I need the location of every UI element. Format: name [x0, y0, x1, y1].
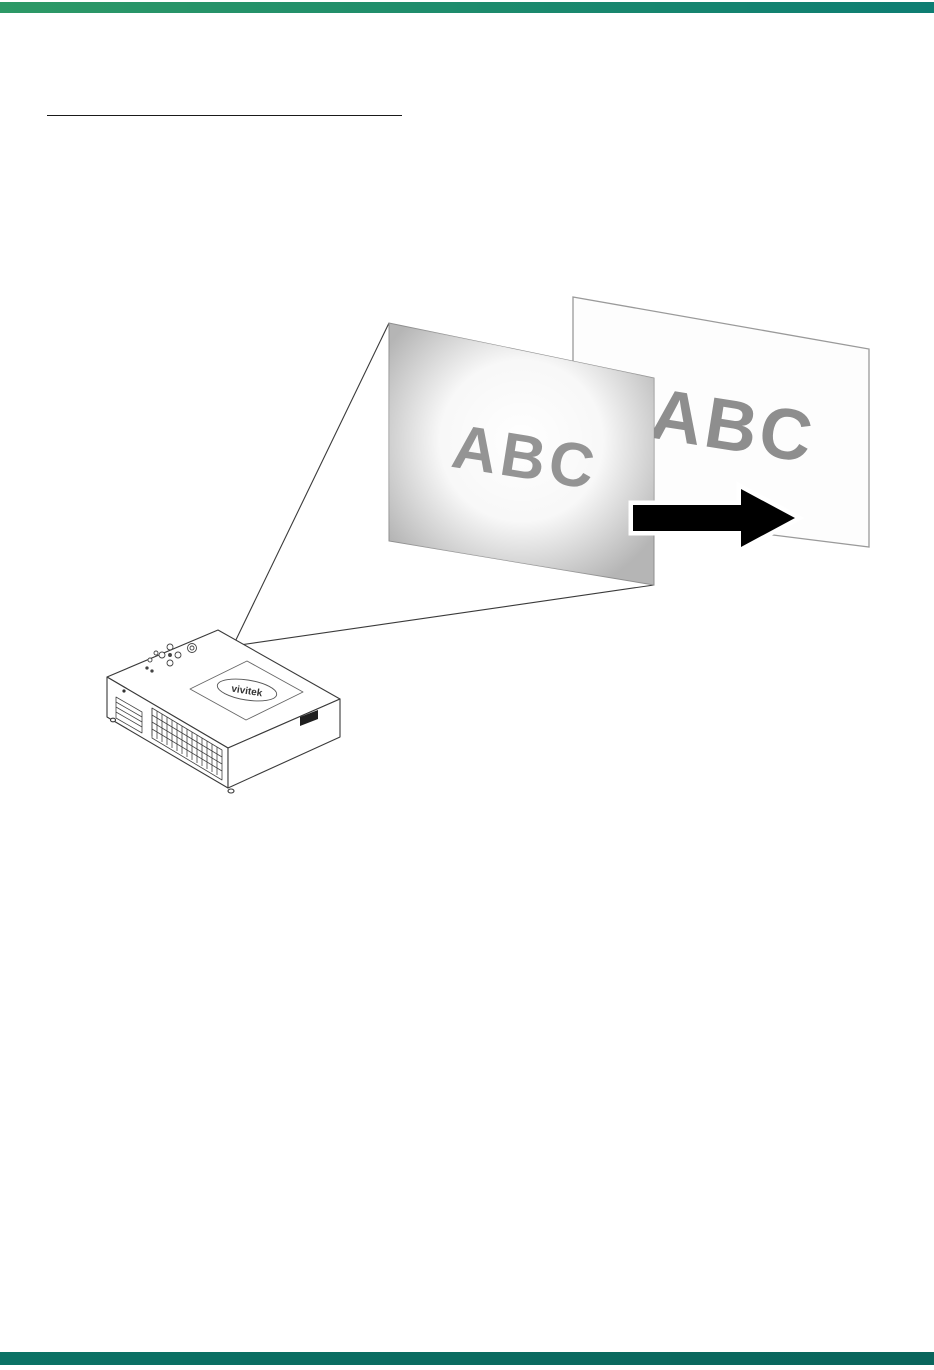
section-heading-underline [47, 115, 402, 116]
page-top-bar [0, 2, 934, 13]
projector-foot-front [227, 788, 235, 794]
projector-side-vent [115, 696, 143, 734]
projector-control-panel [145, 643, 197, 673]
projection-beam [232, 322, 655, 647]
projector-logo-text: vivitek [231, 684, 264, 700]
shift-right-arrow-icon [628, 481, 805, 555]
projector-port [300, 710, 318, 726]
projected-image-glow [389, 323, 654, 585]
projector-lamp-cover [189, 660, 304, 721]
projector-foot-left [109, 717, 117, 723]
projection-beam-upper [232, 322, 390, 647]
page-bottom-bar [0, 1352, 934, 1365]
projected-image: ABC [388, 322, 655, 586]
projection-beam-lower [232, 584, 655, 647]
projector-logo-oval [216, 678, 278, 702]
arrow-body [633, 489, 795, 547]
projector-ir-sensor [122, 689, 126, 693]
projector-front-grille [151, 707, 223, 781]
projector: vivitek [106, 629, 341, 794]
